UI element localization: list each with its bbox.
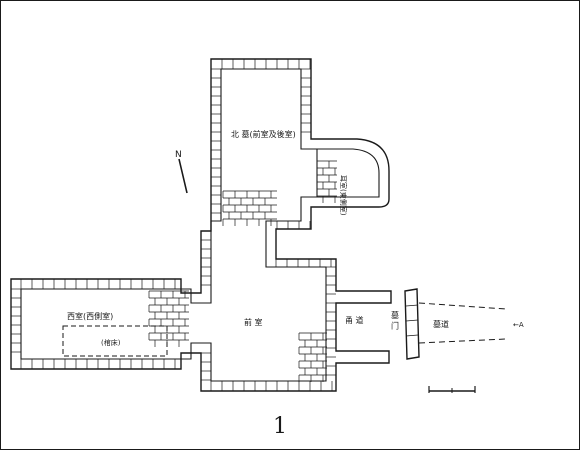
brick-fill-north xyxy=(222,190,277,226)
label-west-inner: (棺床) xyxy=(101,338,121,347)
scale-bar xyxy=(428,386,476,393)
brick-fill-east xyxy=(316,160,337,203)
label-west-side-room: 西室(西側室) xyxy=(67,311,113,321)
north-arrow: N xyxy=(175,150,188,194)
north-arrow-label: N xyxy=(175,150,182,160)
west-room-coffin-platform xyxy=(62,325,168,357)
tomb-passage xyxy=(418,302,507,344)
label-north-room: 北 墓(前室及後室) xyxy=(231,129,296,139)
north-room-outer-wall xyxy=(10,58,392,392)
label-corner-room: 甬 道 xyxy=(345,315,364,325)
label-arrow-left: ←A xyxy=(513,321,524,329)
brick-fill-south xyxy=(298,332,327,382)
east-room-inner-wall xyxy=(317,148,380,198)
label-front-room: 前 室 xyxy=(244,317,263,327)
tomb-walls xyxy=(10,58,392,392)
label-gate: 墓 门 xyxy=(391,310,400,331)
label-east-side-room: 耳室(東側室) xyxy=(339,175,348,216)
tomb-gate xyxy=(404,288,420,360)
figure-number: 1 xyxy=(273,414,287,439)
brick-fill-west xyxy=(148,290,189,347)
label-passage: 墓道 xyxy=(433,319,449,329)
inner-wall-outline xyxy=(20,68,327,382)
